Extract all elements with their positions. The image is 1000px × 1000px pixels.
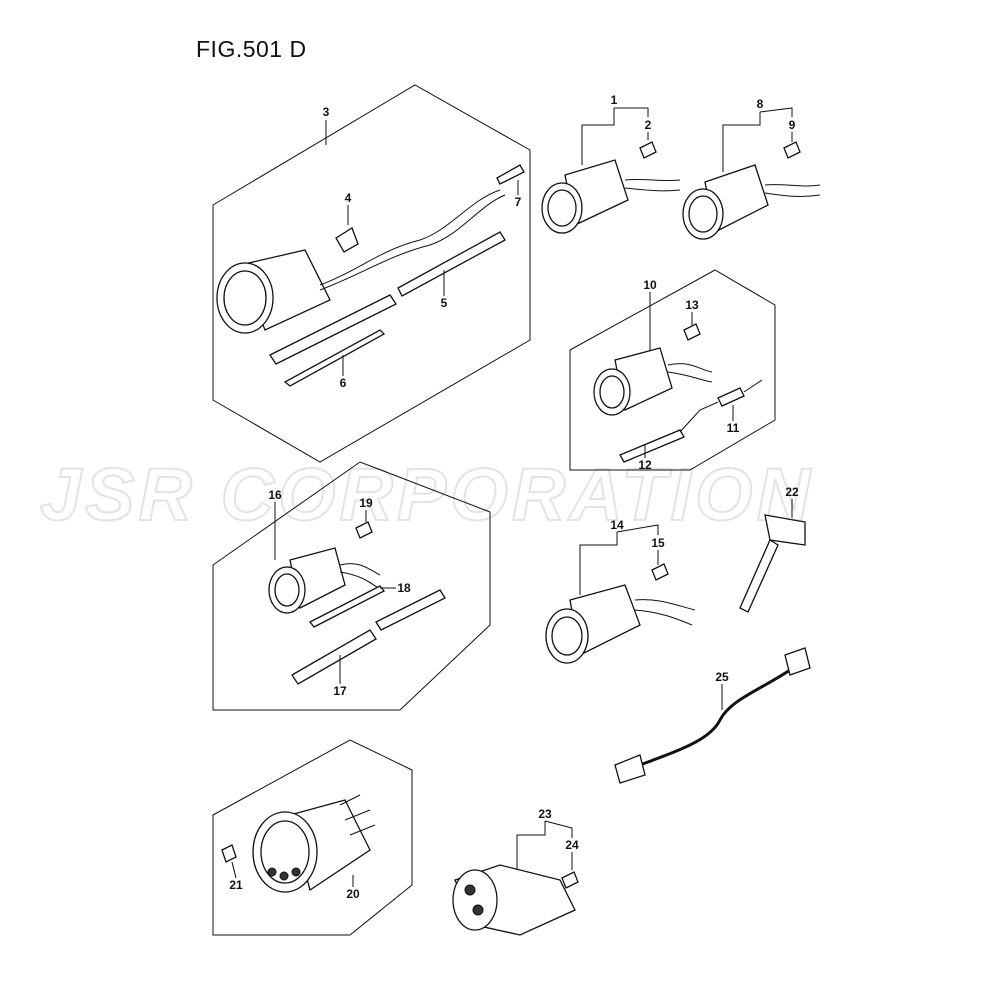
gauge-10 [593,323,763,463]
tie-6 [283,329,386,387]
part-label-21: 21 [229,878,243,892]
rod-5 [269,231,506,365]
gauge-14 [545,563,696,664]
gauge-3 [216,189,506,334]
part-label-8: 8 [757,97,764,111]
part-label-1: 1 [611,93,618,107]
connector-7 [496,164,525,185]
part-label-25: 25 [715,670,729,684]
sender-22 [739,514,806,613]
part-label-15: 15 [651,536,665,550]
part-label-11: 11 [727,421,740,435]
part-label-20: 20 [346,887,360,901]
part-label-10: 10 [643,278,657,292]
part-label-6: 6 [340,376,347,390]
part-label-22: 22 [785,485,799,499]
bulb-4 [335,227,359,253]
gauge-20 [221,794,376,893]
part-label-7: 7 [515,195,522,209]
part-label-17: 17 [333,684,347,698]
group-box-20 [212,739,413,936]
part-label-4: 4 [345,191,352,205]
watermark: JSR CORPORATION [39,452,815,537]
part-label-18: 18 [397,581,411,595]
leader-lines [231,107,793,887]
part-label-9: 9 [789,118,796,132]
group-box-10 [569,269,776,471]
part-label-24: 24 [565,838,579,852]
part-label-12: 12 [638,458,652,472]
part-label-5: 5 [441,296,448,310]
part-label-14: 14 [610,518,624,532]
part-label-2: 2 [645,118,652,132]
harness-25 [614,647,811,784]
figure-title: FIG.501 D [196,36,307,62]
bracket-23 [452,864,579,936]
group-box-3 [212,84,531,463]
group-box-16 [212,461,491,711]
gauge-8 [682,141,821,240]
gauge-16 [268,521,446,685]
part-label-13: 13 [685,298,699,312]
gauge-1 [541,141,681,234]
part-label-23: 23 [538,807,552,821]
part-label-3: 3 [323,105,330,119]
part-label-19: 19 [359,496,373,510]
part-label-16: 16 [268,488,282,502]
